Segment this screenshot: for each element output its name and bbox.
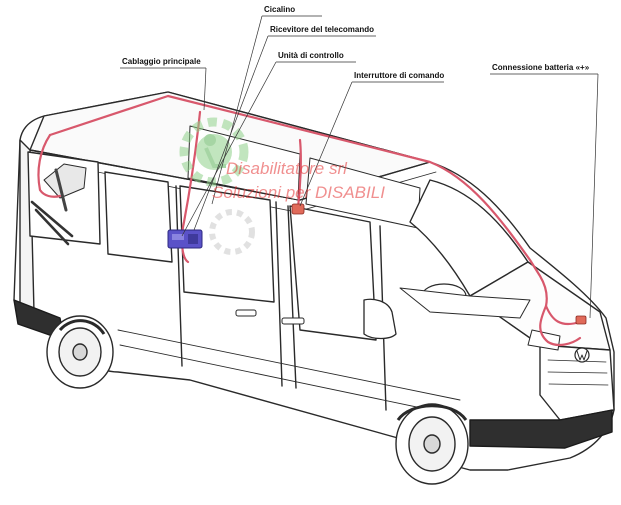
label-batteria: Connessione batteria «+»: [492, 63, 590, 72]
interruttore-switch: [291, 203, 305, 215]
battery-connector: [575, 315, 587, 325]
label-cicalino: Cicalino: [264, 5, 296, 14]
main-harness: [37, 94, 582, 347]
van-body: [13, 91, 615, 471]
label-unita: Unità di controllo: [278, 51, 344, 60]
watermark-line1: Disabilitatore srl: [226, 159, 347, 178]
label-interruttore: Interruttore di comando: [354, 71, 445, 80]
callout-lines: [120, 15, 599, 319]
gear-wheelchair-logo: [179, 117, 255, 255]
label-ricevitore: Ricevitore del telecomando: [270, 25, 375, 34]
watermark-line2: Soluzioni per DISABILI: [212, 183, 385, 202]
label-cablaggio: Cablaggio principale: [122, 57, 201, 66]
rear-wheel: [46, 315, 114, 389]
front-wheel: [395, 403, 469, 485]
control-unit: [167, 229, 203, 249]
